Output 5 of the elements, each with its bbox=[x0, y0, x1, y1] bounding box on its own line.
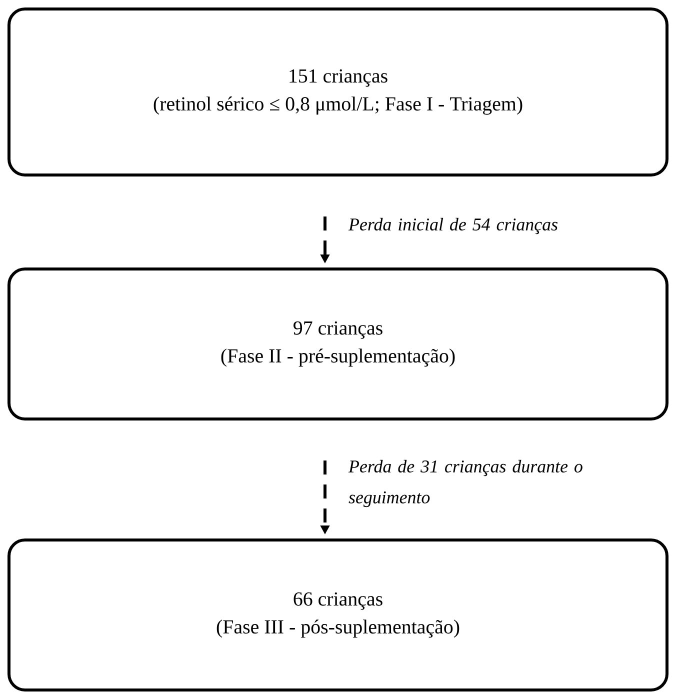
process-box: 66 crianças (Fase III - pós-suplementação) bbox=[8, 538, 668, 692]
edge-label: Perda de 31 crianças durante o seguimento bbox=[348, 460, 582, 508]
process-box: 151 crianças (retinol sérico ≤ 0,8 μmol/L; Fase I - Triagem) bbox=[8, 8, 668, 176]
edge-label: Perda inicial de 54 crianças bbox=[348, 218, 558, 234]
process-box: 97 crianças (Fase II - pré-suplementação) bbox=[8, 268, 668, 420]
